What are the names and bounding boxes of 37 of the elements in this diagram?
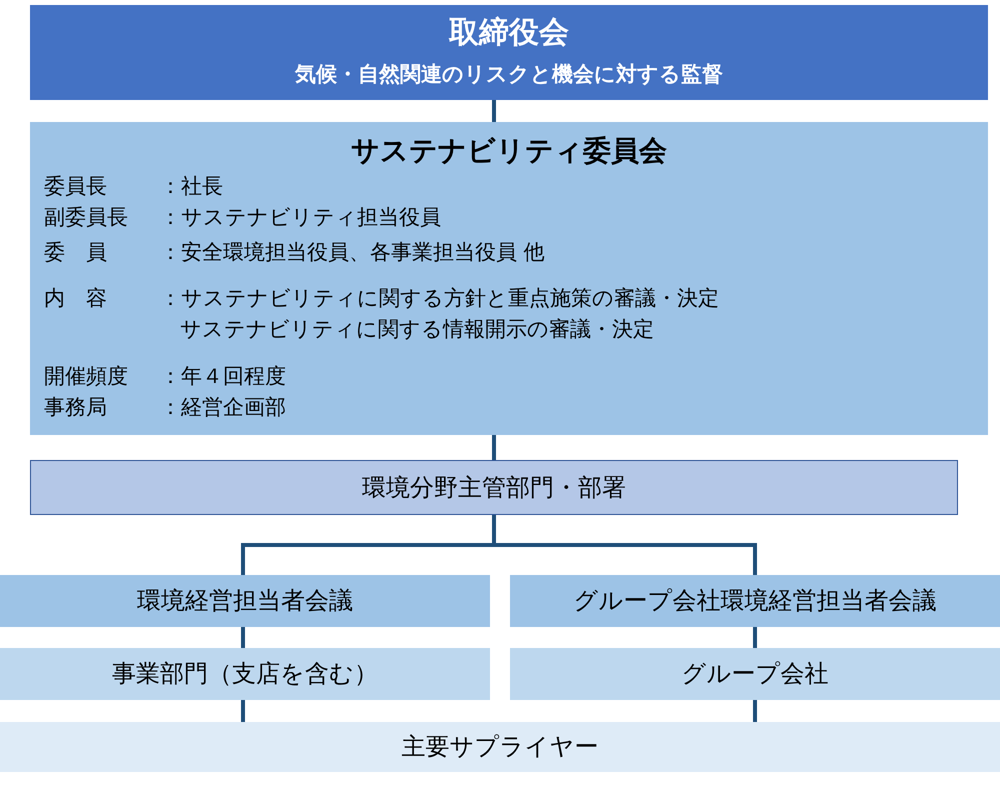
connector-line [492,515,757,575]
row-label: 委 員 [44,240,107,266]
box-label: グループ会社 [680,660,830,688]
supplier-box [0,722,1000,772]
box-label: 環境分野主管部門・部署 [361,473,627,502]
row-value: ：サステナビリティに関する方針と重点施策の審議・決定 [160,286,719,312]
committee-box [30,122,988,435]
row-label: 副委員長 [44,205,128,230]
row-label: 事務局 [44,395,107,420]
row-value: ：年４回程度 [160,364,286,390]
box-label: 事業部門（支店を含む） [111,660,379,688]
department-box [30,460,958,515]
connector-line [753,700,757,722]
committee-title: サステナビリティ委員会 [350,134,668,168]
meeting-box [510,575,1000,627]
meeting-box [0,575,490,627]
row-value: ：経営企画部 [160,395,286,420]
row-label: 委員長 [44,174,107,200]
row-value: サステナビリティに関する情報開示の審議・決定 [180,317,654,342]
division-box [0,648,490,700]
box-label: 主要サプライヤー [400,732,600,762]
box-label: 環境経営担当者会議 [136,586,354,616]
board-box [30,5,988,100]
row-value: ：社長 [160,174,223,200]
connector-line [753,627,757,648]
connector-line [241,627,245,648]
connector-line [492,435,496,460]
row-value: ：安全環境担当役員、各事業担当役員 他 [160,240,545,266]
row-value: ：サステナビリティ担当役員 [160,205,441,230]
box-label: グループ会社環境経営担当者会議 [572,586,938,616]
row-label: 開催頻度 [44,364,128,390]
connector-line [492,100,496,122]
connector-line [241,700,245,722]
board-title: 取締役会 [448,15,570,51]
row-label: 内 容 [44,286,107,312]
board-subtitle: 気候・自然関連のリスクと機会に対する監督 [294,62,724,88]
group-company-box [510,648,1000,700]
